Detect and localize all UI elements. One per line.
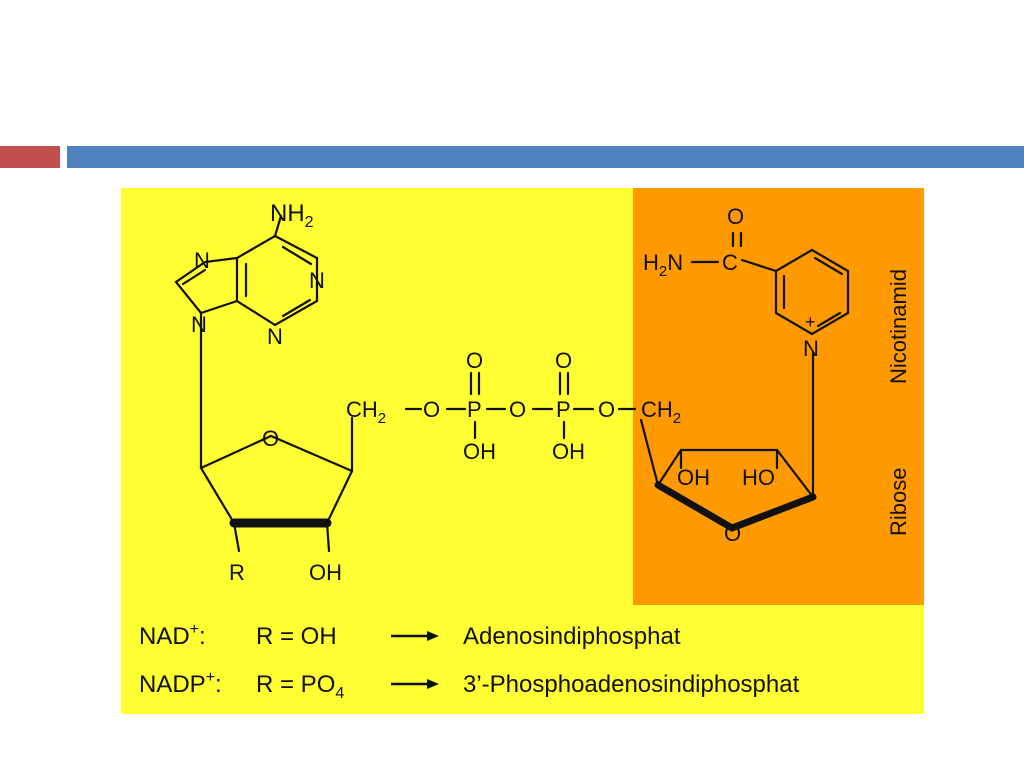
ch2-left-label: CH2 [346,397,386,427]
positive-charge-label: + [805,312,816,332]
nad-structure-figure: NH2 N N N N O R OH CH2 O P O P O CH2 O O… [121,188,924,714]
p1-oh-label: OH [463,439,496,464]
legend-row-nadp: NADP+: R = PO4 3’-Phosphoadenosindiphosp… [139,669,800,702]
left-ribose-o-label: O [262,426,279,451]
p2-double-o-label: O [555,348,572,373]
nh2-label: NH2 [270,200,314,231]
legend-nadp-name: NADP+: [139,669,222,698]
h2n-label: H2N [643,250,683,280]
legend-nad-r: R = OH [256,623,337,650]
right-oh-label: OH [677,465,710,490]
legend-nad-result: Adenosindiphosphat [463,623,681,650]
adenine-n1-label: N [309,268,325,293]
legend-nadp-r: R = PO4 [256,671,344,702]
pyridinium-n-label: N [803,336,819,361]
adenine-n3-label: N [267,324,283,349]
legend-arrow-icon [427,679,439,689]
adenine-n9-label: N [191,312,207,337]
adenine-n7-label: N [194,248,210,273]
pyridinium-ring [774,248,850,336]
p1-label: P [467,397,482,422]
left-ribose-ring [199,434,354,525]
r-label: R [229,560,245,585]
legend-arrow-icon [427,631,439,641]
ribose-side-label: Ribose [886,468,911,536]
adenine-five-ring [174,256,239,315]
legend-nadp-result: 3’-Phosphoadenosindiphosphat [463,671,800,698]
ch2-right-label: CH2 [641,397,681,427]
carbonyl-o-label: O [727,204,744,229]
bridge-o3-label: O [598,397,615,422]
amide-c-label: C [722,250,738,275]
right-ho-label: HO [742,465,775,490]
title-accent-blue [67,146,1024,168]
left-oh-label: OH [309,560,342,585]
p1-double-o-label: O [466,348,483,373]
bridge-o2-label: O [509,397,526,422]
bridge-o1-label: O [423,397,440,422]
right-ribose-o-label: O [724,521,741,546]
structure-svg: NH2 N N N N O R OH CH2 O P O P O CH2 O O… [121,188,924,714]
p2-label: P [556,397,571,422]
p2-oh-label: OH [552,439,585,464]
legend-row-nad: NAD+: R = OH Adenosindiphosphat [139,621,681,650]
nicotinamid-side-label: Nicotinamid [886,269,911,384]
legend-nad-name: NAD+: [139,621,206,650]
orange-panel [633,188,924,605]
title-accent-red [0,146,60,168]
